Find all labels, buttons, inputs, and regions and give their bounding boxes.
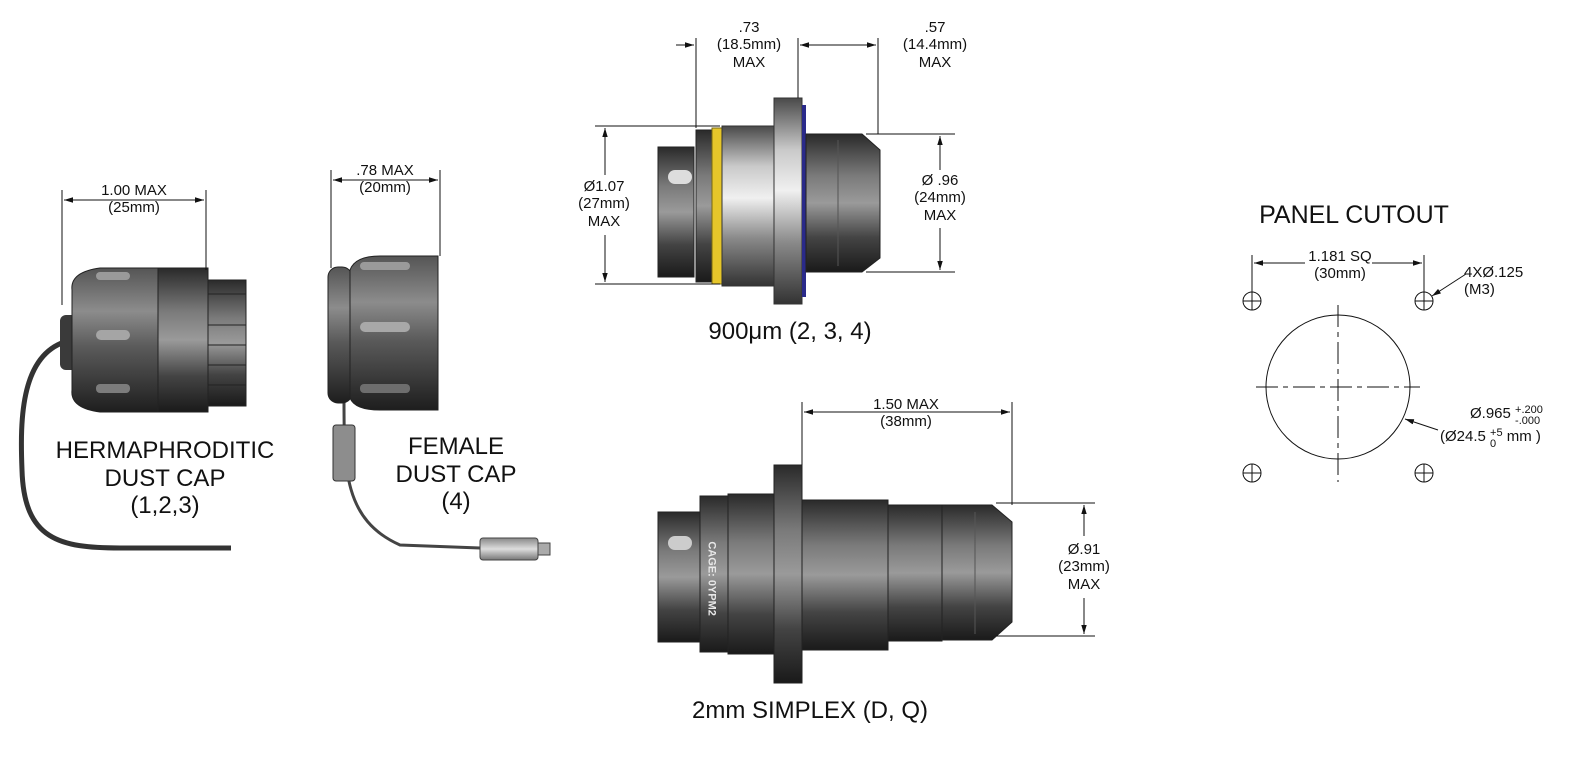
panel-dia-mm-unit: mm )	[1506, 428, 1541, 445]
bottom-dia-max: MAX	[1067, 575, 1101, 593]
female-dim-label: .78 MAX (20mm)	[340, 162, 430, 197]
top-dimensions	[595, 38, 955, 285]
panel-dia-mm-minus: 0	[1490, 438, 1497, 450]
mounting-hole	[1414, 291, 1434, 311]
panel-cutout-drawing	[1242, 255, 1467, 483]
female-caption: FEMALE DUST CAP (4)	[376, 433, 536, 516]
panel-dia-tol-plus: +.200	[1515, 404, 1543, 416]
panel-sq-mm: (30mm)	[1314, 265, 1366, 283]
top-dia-left-mm: (27mm)	[578, 195, 630, 213]
connector-marking: CAGE: 0YPM2	[705, 541, 718, 616]
bottom-dia-inch: Ø.91	[1067, 541, 1101, 558]
top-caption: 900μm (2, 3, 4)	[708, 318, 872, 345]
female-caption-line2: DUST CAP	[395, 460, 517, 488]
bottom-dim-inch: 1.50 MAX	[873, 396, 939, 413]
top-dim-right-mm: (14.4mm)	[902, 36, 968, 54]
top-dim-left-mm: (18.5mm)	[716, 36, 782, 54]
top-dia-left-max: MAX	[587, 212, 621, 230]
top-dia-right-mm: (24mm)	[914, 189, 966, 207]
female-caption-line3: (4)	[441, 488, 471, 516]
panel-dia-tol-minus: -.000	[1515, 415, 1541, 427]
bottom-dimensions	[801, 402, 1095, 637]
panel-holes-count: 4XØ.125	[1464, 264, 1524, 281]
panel-holes-label: 4XØ.125 (M3)	[1464, 264, 1554, 299]
mounting-hole	[1242, 291, 1262, 311]
herm-caption: HERMAPHRODITIC DUST CAP (1,2,3)	[30, 437, 300, 520]
herm-caption-line3: (1,2,3)	[130, 492, 200, 520]
female-dimension	[330, 170, 441, 268]
top-dim-left-inch: .73	[738, 19, 760, 36]
female-dim-mm: (20mm)	[359, 179, 411, 197]
top-dia-right-max: MAX	[923, 206, 957, 224]
herm-dim-mm: (25mm)	[108, 199, 160, 217]
top-dim-right-label: .57 (14.4mm) MAX	[890, 19, 980, 71]
panel-dia-mm-plus: +5	[1490, 427, 1503, 439]
herm-dim-label: 1.00 MAX (25mm)	[84, 182, 184, 217]
female-dim-inch: .78 MAX	[356, 162, 414, 179]
panel-dia-mm-tolerance: +5 0	[1490, 428, 1503, 450]
bottom-dia-label: Ø.91 (23mm) MAX	[1046, 541, 1122, 593]
top-dim-right-inch: .57	[924, 19, 946, 36]
top-dia-right-label: Ø .96 (24mm) MAX	[900, 172, 980, 224]
herm-caption-line2: DUST CAP	[104, 464, 226, 492]
herm-dimension	[61, 190, 207, 305]
top-dim-left-label: .73 (18.5mm) MAX	[704, 19, 794, 71]
bottom-dim-label: 1.50 MAX (38mm)	[856, 396, 956, 431]
bottom-dia-mm: (23mm)	[1058, 558, 1110, 576]
top-dim-right-max: MAX	[918, 53, 952, 71]
panel-dia-inch: Ø.965	[1470, 405, 1511, 422]
female-dust-cap	[327, 255, 551, 561]
panel-dia-mm: (Ø24.5	[1440, 428, 1486, 445]
top-dia-left-label: Ø1.07 (27mm) MAX	[566, 178, 642, 230]
female-caption-line1: FEMALE	[407, 433, 505, 460]
panel-title: PANEL CUTOUT	[1259, 201, 1449, 229]
connector-2mm-simplex	[657, 464, 1013, 684]
top-dia-right-inch: Ø .96	[921, 172, 959, 189]
connector-900um	[657, 97, 881, 305]
panel-sq-label: 1.181 SQ (30mm)	[1290, 248, 1390, 283]
herm-caption-line1: HERMAPHRODITIC	[55, 437, 275, 464]
top-dia-left-inch: Ø1.07	[583, 178, 625, 195]
hermaphroditic-dust-cap	[18, 267, 247, 551]
mounting-hole	[1242, 463, 1262, 483]
bottom-dim-mm: (38mm)	[880, 413, 932, 431]
panel-dia-tolerance: +.200 -.000	[1515, 405, 1543, 427]
herm-dim-inch: 1.00 MAX	[101, 182, 167, 199]
mounting-hole	[1414, 463, 1434, 483]
panel-dia-label: Ø.965 +.200 -.000	[1470, 405, 1590, 427]
panel-dia-mm-label: (Ø24.5 +5 0 mm )	[1440, 428, 1580, 450]
panel-sq-inch: 1.181 SQ	[1308, 248, 1372, 265]
panel-holes-metric: (M3)	[1464, 281, 1495, 299]
bottom-caption: 2mm SIMPLEX (D, Q)	[691, 697, 929, 724]
top-dim-left-max: MAX	[732, 53, 766, 71]
